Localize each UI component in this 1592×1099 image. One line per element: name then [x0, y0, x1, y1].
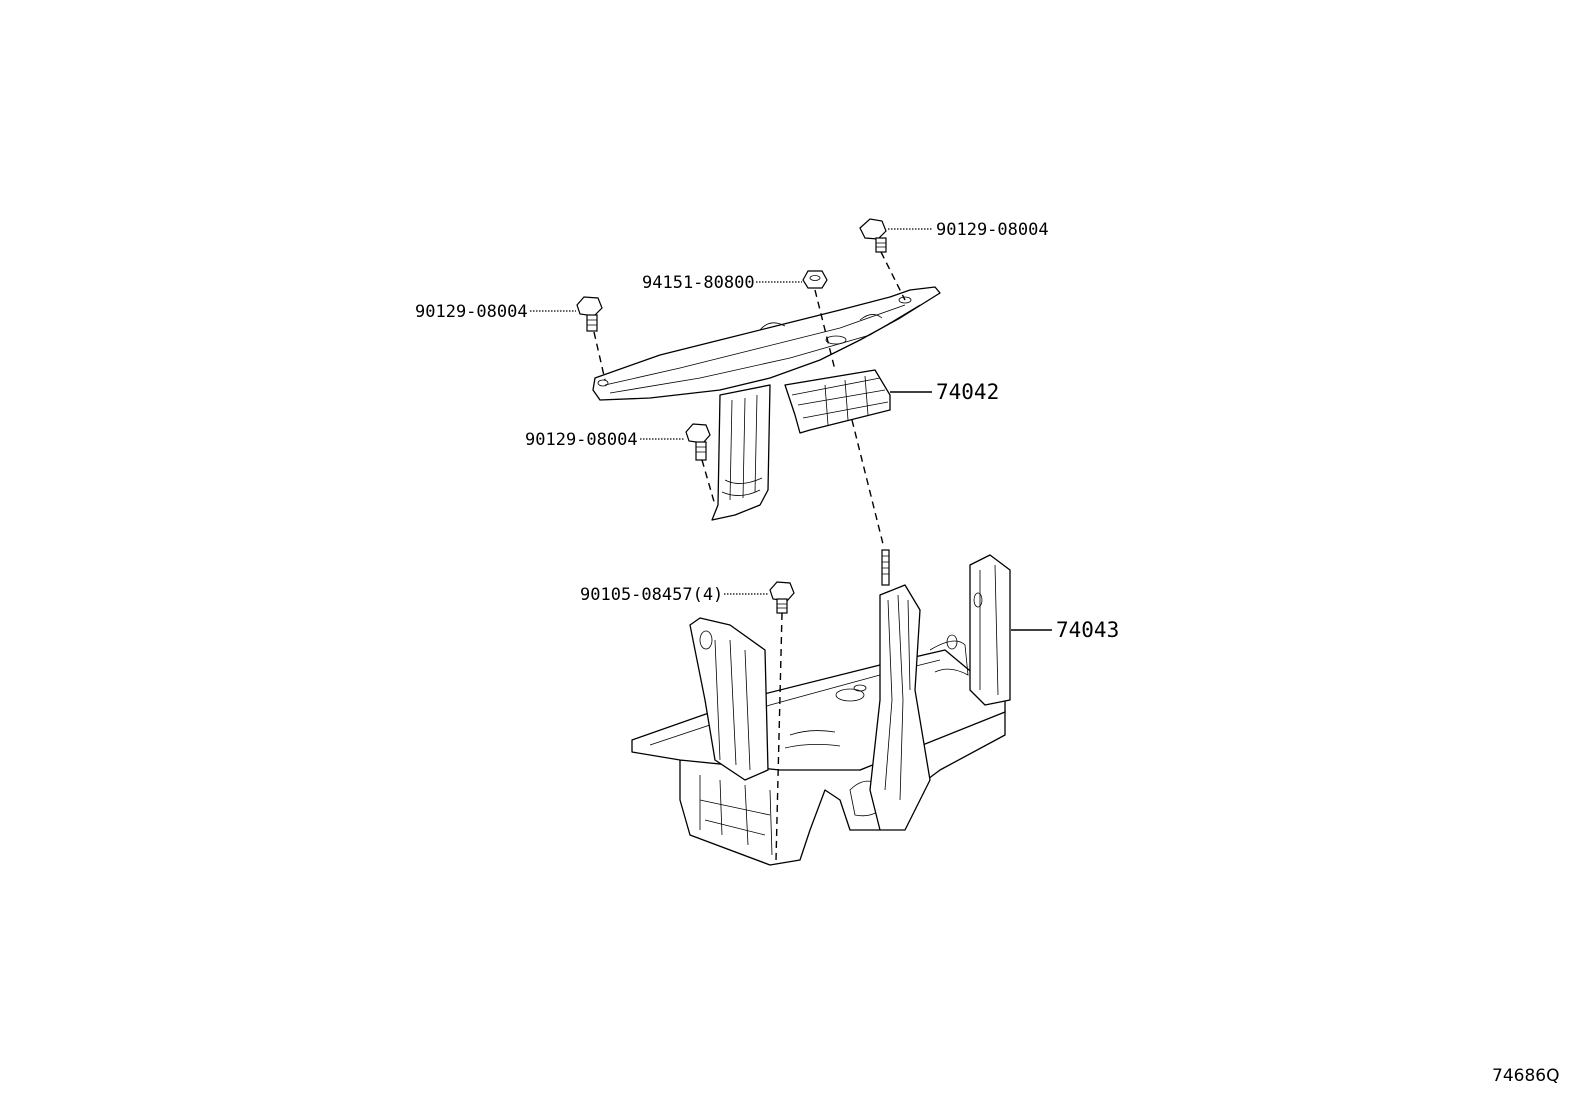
- bolt-mid-left-icon: [685, 423, 711, 461]
- bolt-left-icon: [576, 296, 603, 332]
- label-tray-74043: 74043: [1056, 618, 1119, 642]
- bolt-top-right-icon: [859, 218, 887, 253]
- label-bolt-left: 90129-08004: [415, 302, 528, 322]
- assembly-line-bracket-to-tray: [851, 419, 885, 549]
- upper-clamp-bracket: [592, 286, 941, 521]
- battery-tray-74043: [631, 549, 1011, 866]
- label-bolt-lower: 90105-08457(4): [580, 585, 723, 605]
- assembly-line-nut: [814, 289, 836, 371]
- diagram-id: 74686Q: [1492, 1066, 1559, 1086]
- assembly-line-mid-left: [701, 459, 716, 506]
- label-bracket-74042: 74042: [936, 380, 999, 404]
- bolt-lower-icon: [769, 581, 795, 614]
- assembly-line-left: [593, 331, 606, 381]
- assembly-line-lower-bolt: [775, 612, 783, 861]
- assembly-line-top-right: [880, 251, 906, 301]
- label-nut-top: 94151-80800: [642, 273, 755, 293]
- bracket-74042: [784, 369, 891, 434]
- label-bolt-mid-left: 90129-08004: [525, 430, 638, 450]
- nut-top-icon: [802, 270, 828, 289]
- label-bolt-top-right: 90129-08004: [936, 220, 1049, 240]
